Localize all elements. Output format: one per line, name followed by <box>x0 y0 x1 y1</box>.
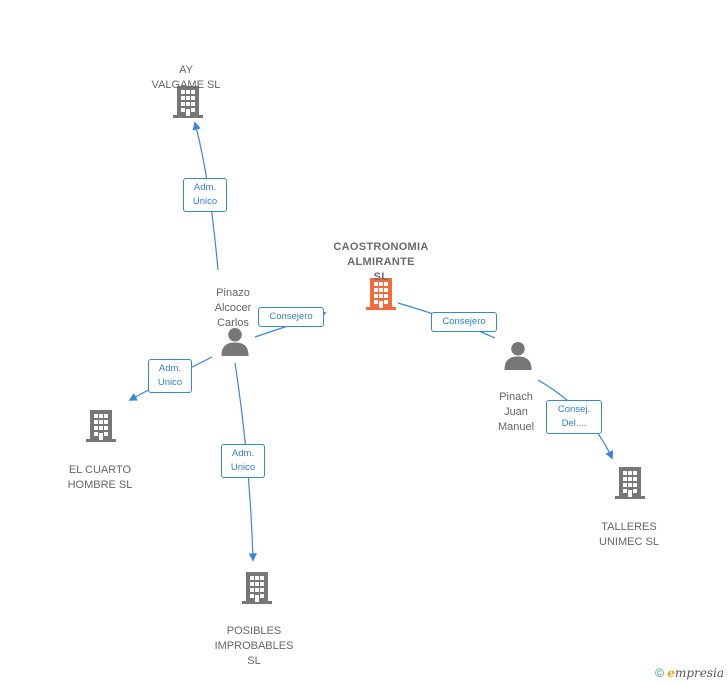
node-label: Pinazo Alcocer Carlos <box>214 287 252 329</box>
node-posibles-improbables[interactable]: POSIBLES IMPROBABLES SL <box>194 609 314 684</box>
edge-label-pinazo-cuarto: Adm. Unico <box>148 359 192 393</box>
node-el-cuarto-hombre[interactable]: EL CUARTO HOMBRE SL <box>40 448 160 508</box>
copyright-icon: © <box>655 666 664 680</box>
person-icon-pinach <box>504 341 532 370</box>
brand-footer: © empresia <box>655 666 724 680</box>
node-label: TALLERES UNIMEC SL <box>599 521 659 548</box>
edge-label-pinach-talleres: Consej. Del.... <box>546 400 602 434</box>
node-pinazo-alcocer-carlos[interactable]: Pinazo Alcocer Carlos <box>193 271 273 346</box>
node-pinach-juan-manuel[interactable]: Pinach Juan Manuel <box>476 375 556 450</box>
edge-label-pinazo-posibles: Adm. Unico <box>221 444 265 478</box>
edge-label-pinazo-ay: Adm. Unico <box>183 178 227 212</box>
edge-label-pinazo-caostronomia: Consejero <box>258 307 324 327</box>
node-label: EL CUARTO HOMBRE SL <box>67 464 133 491</box>
node-talleres-unimec[interactable]: TALLERES UNIMEC SL <box>569 505 689 565</box>
node-label: Pinach Juan Manuel <box>497 391 535 433</box>
node-caostronomia-almirante[interactable]: CAOSTRONOMIA ALMIRANTE SL <box>306 225 456 300</box>
building-icon-posibles <box>242 572 272 604</box>
node-label: POSIBLES IMPROBABLES SL <box>214 625 294 667</box>
building-icon-talleres <box>615 467 645 499</box>
node-label: AY VALGAME SL <box>151 64 221 91</box>
node-label: CAOSTRONOMIA ALMIRANTE SL <box>333 241 429 283</box>
node-ay-valgame[interactable]: AY VALGAME SL <box>126 48 246 108</box>
edge-label-pinach-caostronomia: Consejero <box>431 312 497 332</box>
building-icon-el-cuarto <box>86 410 116 442</box>
empresia-logo: empresia <box>667 666 724 680</box>
